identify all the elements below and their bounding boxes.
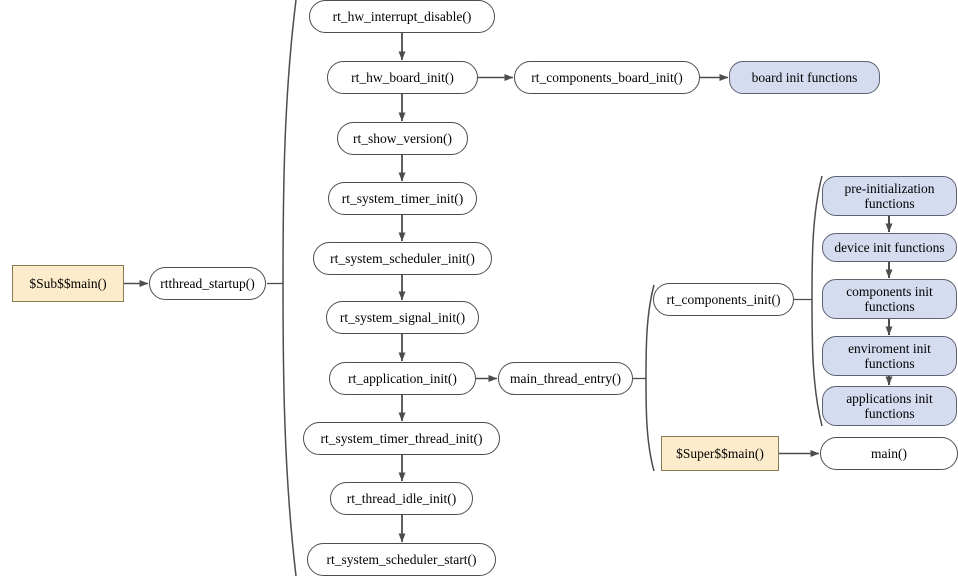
node-rt-show-version[interactable]: rt_show_version(): [337, 122, 468, 155]
node-rt-system-signal-init[interactable]: rt_system_signal_init(): [326, 301, 479, 334]
node-applications-init-functions[interactable]: applications init functions: [822, 386, 957, 426]
node-main[interactable]: main(): [820, 437, 958, 470]
node-rt-hw-board-init[interactable]: rt_hw_board_init(): [327, 61, 478, 94]
brace-entry-curve: [645, 284, 655, 472]
node-sub-main[interactable]: $Sub$$main(): [12, 265, 124, 302]
node-pre-initialization-functions[interactable]: pre-initialization functions: [822, 176, 957, 216]
node-rt-system-scheduler-start[interactable]: rt_system_scheduler_start(): [307, 543, 496, 576]
node-rt-components-init[interactable]: rt_components_init(): [653, 283, 794, 316]
node-rt-application-init[interactable]: rt_application_init(): [329, 362, 476, 395]
node-rtthread-startup[interactable]: rtthread_startup(): [149, 267, 266, 300]
node-rt-system-timer-thread-init[interactable]: rt_system_timer_thread_init(): [303, 422, 500, 455]
node-super-main[interactable]: $Super$$main(): [661, 436, 779, 471]
node-rt-thread-idle-init[interactable]: rt_thread_idle_init(): [330, 482, 473, 515]
node-rt-system-timer-init[interactable]: rt_system_timer_init(): [328, 182, 477, 215]
node-components-init-functions[interactable]: components init functions: [822, 279, 957, 319]
node-board-init-functions[interactable]: board init functions: [729, 61, 880, 94]
brace-startup-curve: [282, 0, 297, 576]
node-rt-components-board-init[interactable]: rt_components_board_init(): [514, 61, 700, 94]
node-enviroment-init-functions[interactable]: enviroment init functions: [822, 336, 957, 376]
node-rt-hw-interrupt-disable[interactable]: rt_hw_interrupt_disable(): [309, 0, 495, 33]
node-rt-system-scheduler-init[interactable]: rt_system_scheduler_init(): [313, 242, 492, 275]
brace-components-curve: [811, 175, 823, 427]
node-main-thread-entry[interactable]: main_thread_entry(): [498, 362, 633, 395]
node-device-init-functions[interactable]: device init functions: [822, 233, 957, 262]
